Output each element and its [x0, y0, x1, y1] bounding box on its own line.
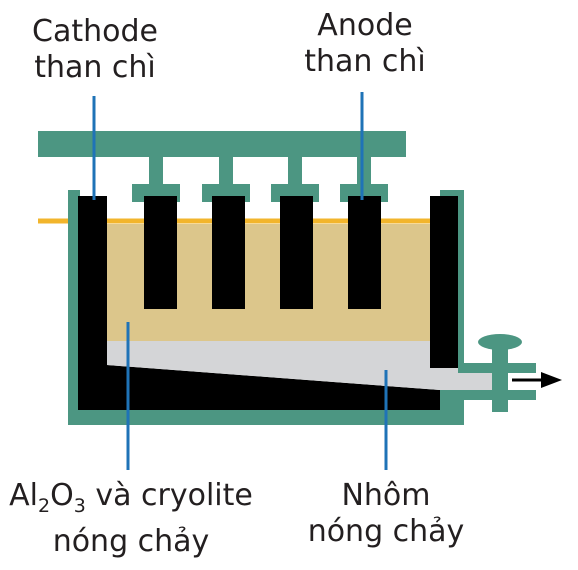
valve-icon	[458, 334, 536, 412]
anode-3	[280, 196, 313, 309]
aluminium-label: Nhôm nóng chảy	[307, 478, 465, 549]
anode-label: Anode than chì	[304, 8, 426, 79]
anode-2	[212, 196, 245, 309]
electrolyte-label-line1: Al2O3 và cryolite	[9, 478, 253, 517]
cathode-label: Cathode than chì	[32, 14, 158, 85]
cathode-lining	[78, 196, 440, 410]
aluminium-layer	[107, 341, 500, 390]
arrow-right-icon	[512, 372, 562, 388]
anode-1	[144, 196, 177, 309]
electrolyte-label: Al2O3 và cryolite nóng chảy	[0, 478, 262, 560]
anode-4	[348, 196, 381, 309]
cathode-right-wall	[430, 196, 458, 368]
